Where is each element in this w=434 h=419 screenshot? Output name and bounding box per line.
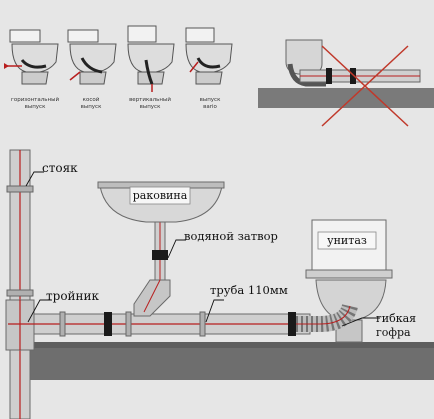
pipe-coupling: [288, 312, 296, 336]
toilet-type-oblique-caption: косой выпуск: [66, 97, 116, 110]
caption-line: косой: [82, 97, 100, 103]
toilet-type-vario: [185, 27, 233, 85]
flex-hose-label-line1: гибкая: [376, 312, 417, 325]
toilet-label-box: [317, 231, 377, 250]
wrong-installation-example: [258, 39, 434, 127]
toilet-type-oblique: [67, 29, 117, 85]
horizontal-pipe: [8, 311, 311, 337]
riser-pipe: [6, 149, 34, 419]
leader-lines: [25, 171, 380, 327]
water-seal-label: водяной затвор: [184, 229, 278, 243]
toilet: [305, 219, 393, 343]
caption-line: вертикальный: [129, 97, 171, 103]
tee-fitting: [5, 299, 35, 351]
sink-label-box: [129, 186, 191, 205]
tee-label: тройник: [46, 289, 100, 303]
caption-line: горизонтальный: [10, 97, 60, 103]
riser-label: стояк: [42, 161, 78, 175]
toilet-type-horizontal-caption: горизонтальный выпуск: [4, 97, 66, 110]
caption-line: выпуск: [24, 103, 46, 110]
caption-line: выпуск: [139, 103, 161, 110]
flex-hose-label: гибкая гофра: [376, 312, 416, 340]
toilet-label: унитаз: [327, 234, 367, 247]
flex-corrugated-hose: [296, 303, 358, 332]
toilet-type-vario-caption: выпуск вario: [184, 97, 236, 110]
caption-line: выпуск: [80, 103, 102, 110]
water-seal-fitting: [152, 250, 168, 260]
sink-branch: [133, 221, 171, 317]
toilet-type-horizontal: [4, 29, 59, 85]
caption-line: вario: [203, 103, 217, 110]
pipe-coupling: [104, 312, 112, 336]
floor-slab: [30, 342, 434, 380]
toilet-type-vertical: [127, 25, 175, 92]
sink-label: раковина: [132, 189, 188, 202]
toilet-type-vertical-caption: вертикальный выпуск: [122, 97, 178, 110]
caption-line: выпуск: [199, 97, 221, 103]
pipe-110mm-label: труба 110мм: [210, 283, 288, 297]
flex-hose-label-line2: гофра: [376, 326, 411, 339]
